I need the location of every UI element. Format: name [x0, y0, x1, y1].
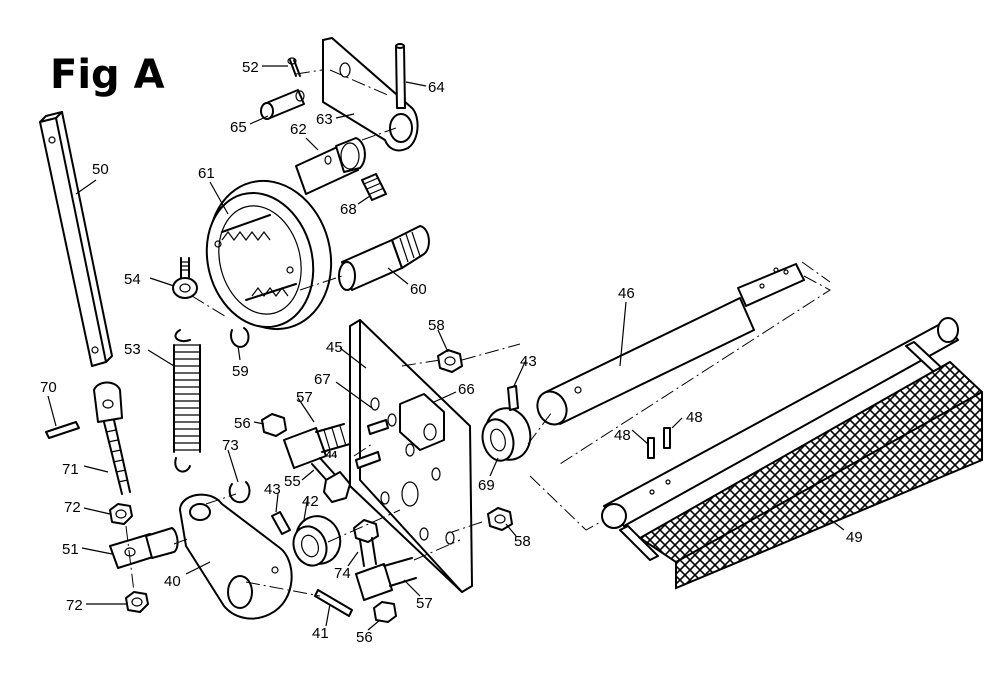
part-45-mounting-plate: [349, 319, 473, 593]
callout-55: 55: [284, 473, 301, 490]
callout-63: 63: [316, 111, 333, 128]
part-64-pin: [395, 43, 406, 109]
part-61-brake-drum: [205, 179, 333, 331]
part-54-eye-bolt: [172, 257, 198, 299]
callout-48-right: 48: [686, 409, 703, 426]
callout-57-lower: 57: [416, 595, 433, 612]
part-72-nut-upper: [109, 503, 133, 525]
callout-44: 44: [326, 450, 338, 461]
callout-42: 42: [302, 493, 319, 510]
callout-56-lower: 56: [356, 629, 373, 646]
callout-53: 53: [124, 341, 141, 358]
figure-title: Fig A: [50, 52, 165, 98]
callout-41: 41: [312, 625, 329, 642]
callout-51: 51: [62, 541, 79, 558]
part-51-clevis-bolt: [109, 527, 179, 569]
part-62-shaft: [295, 137, 366, 195]
part-40-lever-arm: [179, 493, 293, 620]
callout-58-upper: 58: [428, 317, 445, 334]
part-43-set-screw-left: [271, 511, 291, 535]
part-55-hex-bolt: [311, 457, 351, 503]
callout-48-left: 48: [614, 427, 631, 444]
leader-lines: [47, 65, 845, 631]
callout-69: 69: [478, 477, 495, 494]
callout-54: 54: [124, 271, 141, 288]
part-48-pin-left: [647, 437, 655, 459]
callout-70: 70: [40, 379, 57, 396]
part-50-link-bar: [39, 111, 113, 367]
part-57-bolt-lower: [355, 557, 417, 601]
part-59-retaining-ring: [230, 327, 250, 348]
callout-45: 45: [326, 339, 343, 356]
callout-52: 52: [242, 59, 259, 76]
callout-61: 61: [198, 165, 215, 182]
part-46-tube: [536, 263, 805, 426]
callout-labels: 52 64 65 63 62 50 61 68 54 60 46 58 53 5…: [40, 59, 863, 646]
callout-72-upper: 72: [64, 499, 81, 516]
callout-64: 64: [428, 79, 445, 96]
callout-46: 46: [618, 285, 635, 302]
part-49-handle-frame: [601, 317, 983, 590]
part-56-nut-upper: [261, 413, 287, 437]
part-58-nut-upper: [437, 349, 463, 373]
part-68-set-screw: [361, 173, 387, 201]
part-71-clevis-rod: [93, 381, 131, 495]
callout-73: 73: [222, 437, 239, 454]
part-67-screw: [367, 419, 389, 435]
part-56-nut-lower: [373, 601, 397, 623]
part-43-set-screw-right: [507, 385, 519, 411]
part-44-screw: [355, 451, 381, 469]
part-63-bracket: [322, 37, 419, 152]
callout-66: 66: [458, 381, 475, 398]
callout-65: 65: [230, 119, 247, 136]
part-74-hex-bolt: [353, 519, 379, 567]
part-70-pin: [45, 421, 80, 439]
callout-56-upper: 56: [234, 415, 251, 432]
part-41-pin: [314, 589, 353, 617]
callout-57-upper: 57: [296, 389, 313, 406]
callout-49: 49: [846, 529, 863, 546]
callout-74: 74: [334, 565, 351, 582]
part-48-pin-right: [663, 427, 671, 449]
callout-50: 50: [92, 161, 109, 178]
callout-62: 62: [290, 121, 307, 138]
part-73-ring: [228, 481, 251, 504]
callout-43-left: 43: [264, 481, 281, 498]
part-53-spring: [173, 329, 201, 473]
part-69-collar: [481, 407, 532, 462]
part-66-block: [399, 393, 445, 451]
part-72-nut-lower: [125, 591, 149, 613]
assembly-guide-lines: [125, 69, 831, 597]
callout-60: 60: [410, 281, 427, 298]
part-42-collar: [292, 515, 342, 567]
callout-67: 67: [314, 371, 331, 388]
part-65-clevis-pin: [260, 89, 305, 120]
part-57-bolt-upper: [283, 423, 351, 469]
callout-71: 71: [62, 461, 79, 478]
callout-40: 40: [164, 573, 181, 590]
part-60-threaded-shaft: [338, 225, 430, 291]
callout-43-right: 43: [520, 353, 537, 370]
callout-68: 68: [340, 201, 357, 218]
callout-58-lower: 58: [514, 533, 531, 550]
callout-72-lower: 72: [66, 597, 83, 614]
callout-59: 59: [232, 363, 249, 380]
